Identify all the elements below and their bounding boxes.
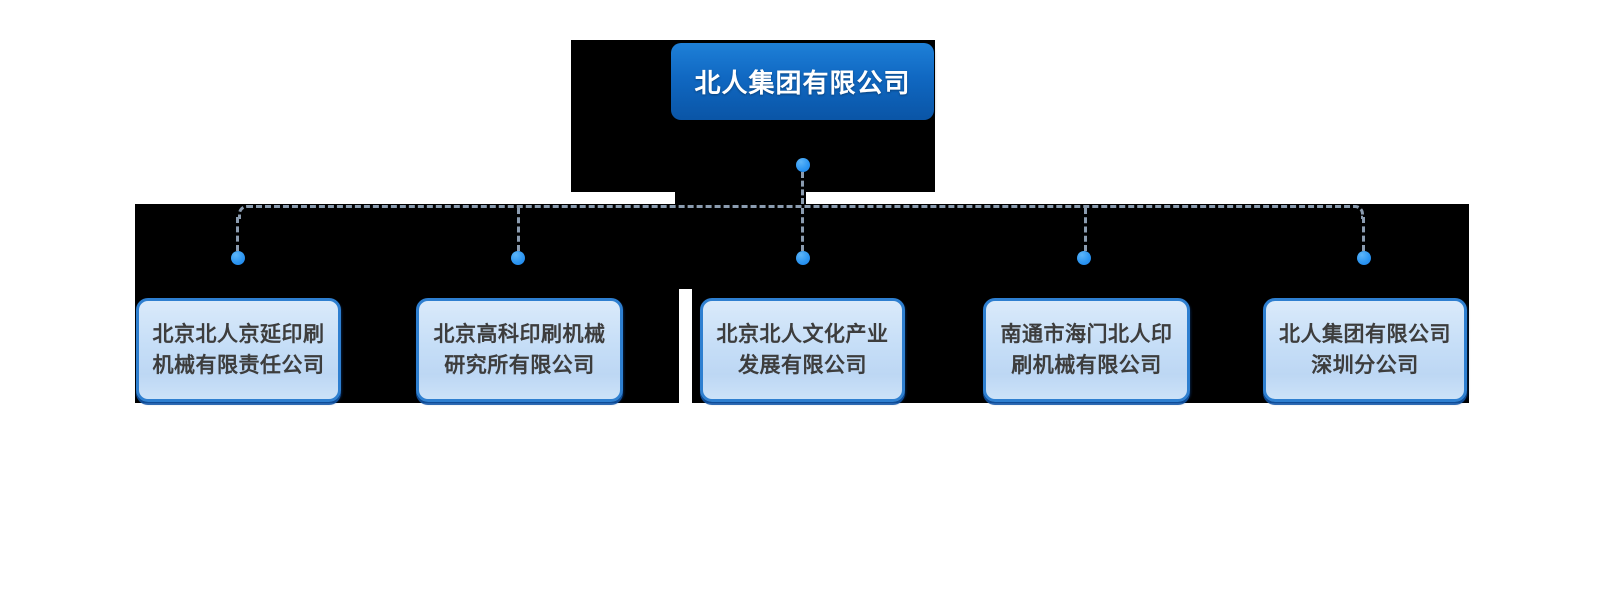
subsidiary-name-line: 北人集团有限公司	[1279, 323, 1451, 346]
subsidiary-name-line: 深圳分公司	[1311, 354, 1419, 377]
connector-drop-4	[1084, 208, 1087, 251]
subsidiary-name-line: 北京北人文化产业	[716, 323, 889, 346]
org-box-subsidiary-4: 南通市海门北人印 刷机械有限公司	[983, 298, 1190, 402]
node-dot-1	[231, 251, 245, 265]
connector-drop-2	[517, 208, 520, 251]
subsidiary-name-line: 北京高科印刷机械	[433, 323, 606, 346]
connector-horizontal-rail	[238, 205, 1364, 219]
node-dot-4	[1077, 251, 1091, 265]
org-box-subsidiary-2: 北京高科印刷机械 研究所有限公司	[416, 298, 623, 402]
connector-drop-3	[801, 208, 804, 251]
node-dot-5	[1357, 251, 1371, 265]
node-dot-3	[796, 251, 810, 265]
subsidiary-name-line: 研究所有限公司	[444, 354, 595, 377]
backdrop-band-gap	[679, 289, 692, 403]
org-box-subsidiary-1: 北京北人京延印刷 机械有限责任公司	[136, 298, 341, 402]
connector-drop-5	[1362, 217, 1365, 251]
backdrop-region-stem	[675, 192, 806, 206]
org-box-subsidiary-5: 北人集团有限公司 深圳分公司	[1263, 298, 1467, 402]
connector-drop-1	[236, 217, 239, 251]
node-dot-root	[796, 158, 810, 172]
subsidiary-name-line: 南通市海门北人印	[1000, 323, 1173, 346]
org-box-subsidiary-3: 北京北人文化产业 发展有限公司	[700, 298, 905, 402]
root-company-name: 北人集团有限公司	[694, 68, 911, 98]
connector-root-stem	[801, 172, 804, 204]
subsidiary-name-line: 机械有限责任公司	[152, 354, 325, 377]
subsidiary-name-line: 发展有限公司	[738, 354, 867, 377]
subsidiary-name-line: 北京北人京延印刷	[152, 323, 325, 346]
org-box-root: 北人集团有限公司	[671, 43, 934, 120]
subsidiary-name-line: 刷机械有限公司	[1011, 354, 1162, 377]
node-dot-2	[511, 251, 525, 265]
